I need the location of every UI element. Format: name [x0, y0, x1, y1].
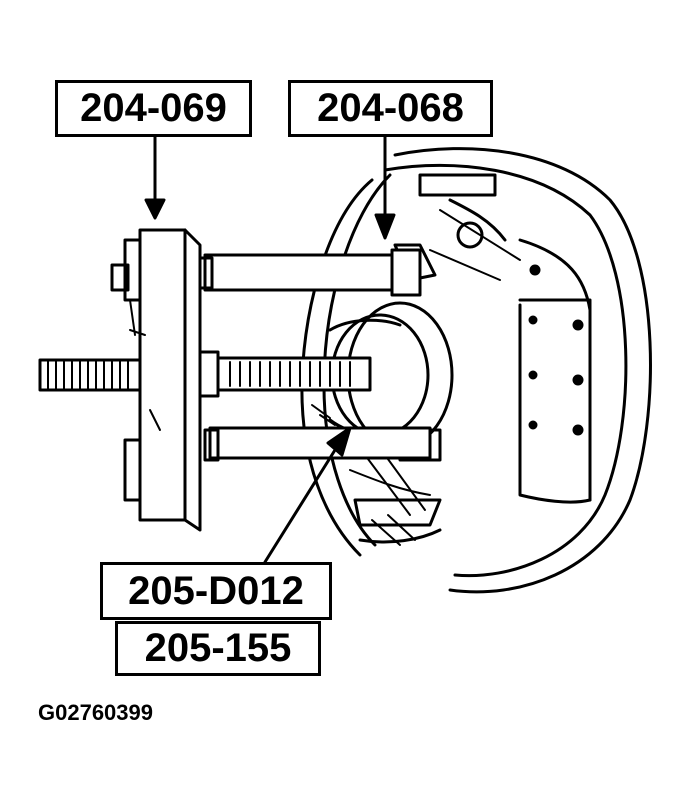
callout-tool-205-d012: 205-D012 — [100, 562, 332, 620]
callout-tool-204-068: 204-068 — [288, 80, 493, 137]
leader-arrows — [144, 135, 396, 564]
arrow-205-d012 — [263, 448, 337, 564]
puller-assembly — [110, 228, 432, 532]
brake-hardware — [349, 173, 521, 546]
callout-tool-205-155: 205-155 — [115, 621, 321, 676]
brake-shoe — [528, 264, 584, 436]
figure-code: G02760399 — [38, 700, 153, 725]
callout-tool-204-069: 204-069 — [55, 80, 252, 137]
forcing-screw — [38, 350, 372, 398]
